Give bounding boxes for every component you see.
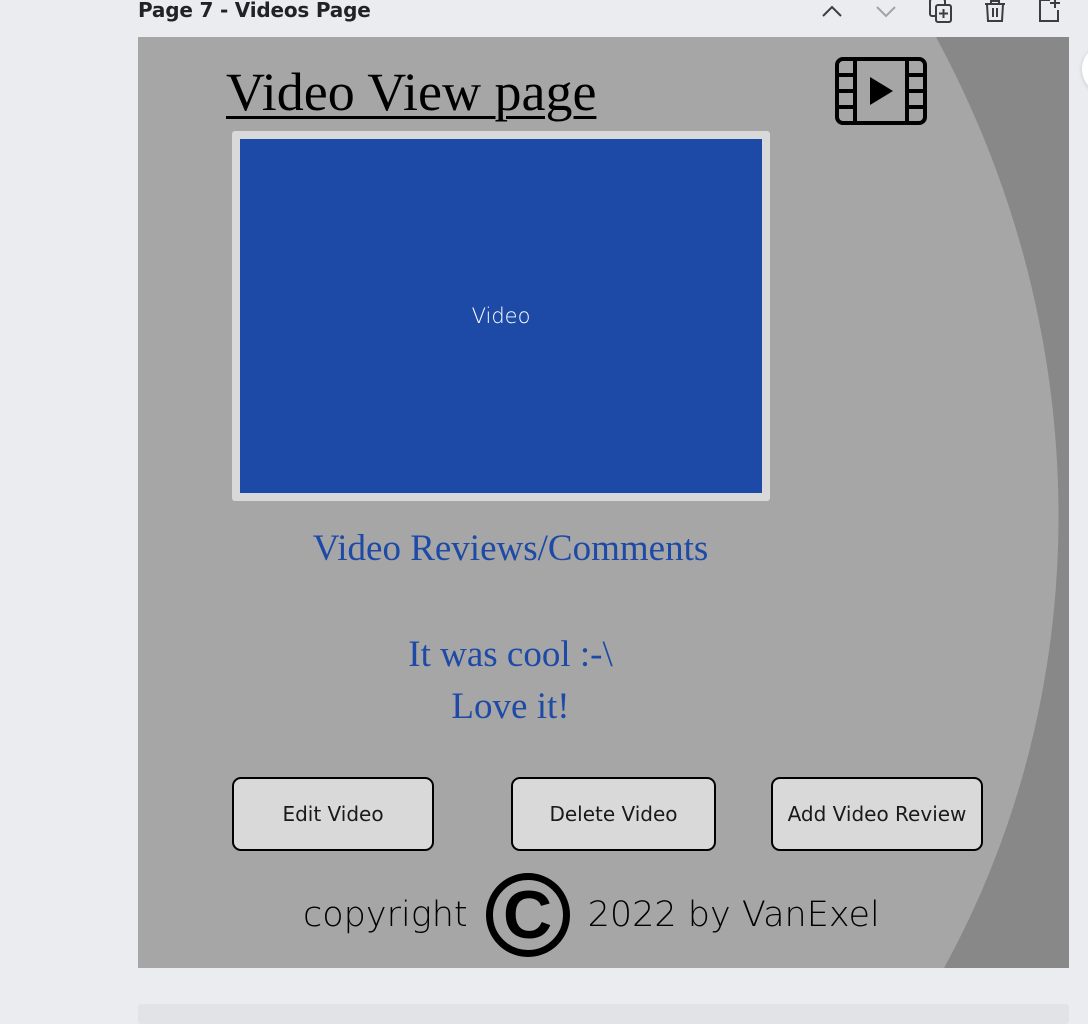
copyright-footer: copyright C 2022 by VanExel	[303, 867, 880, 963]
copyright-icon: C	[485, 873, 570, 957]
video-placeholder-label: Video	[471, 304, 531, 328]
chevron-up-icon[interactable]	[817, 0, 847, 26]
next-page-preview	[138, 1004, 1069, 1024]
trash-icon[interactable]	[980, 0, 1010, 26]
decorative-arc	[936, 37, 1069, 968]
duplicate-page-icon[interactable]	[926, 0, 956, 26]
reviews-heading: Video Reviews/Comments	[312, 528, 709, 569]
copyright-label: copyright	[303, 895, 468, 935]
comment-item: Love it!	[451, 686, 570, 727]
comment-item: It was cool :-\	[408, 634, 613, 675]
design-canvas: Video View page Video Video Reviews/Comm…	[138, 37, 1069, 968]
video-player[interactable]: Video	[240, 139, 762, 493]
video-frame: Video	[232, 131, 770, 501]
page-title: Page 7 - Videos Page	[138, 0, 371, 22]
side-panel-toggle[interactable]	[1082, 44, 1088, 94]
chevron-down-icon[interactable]	[871, 0, 901, 26]
edit-video-button[interactable]: Edit Video	[232, 777, 434, 851]
add-page-icon[interactable]	[1034, 0, 1064, 26]
add-video-review-button[interactable]: Add Video Review	[771, 777, 983, 851]
delete-video-button[interactable]: Delete Video	[511, 777, 716, 851]
comments-list: It was cool :-\ Love it!	[138, 629, 883, 733]
film-video-icon	[835, 57, 927, 125]
copyright-year-owner: 2022 by VanExel	[587, 895, 880, 935]
design-title: Video View page	[226, 62, 597, 122]
